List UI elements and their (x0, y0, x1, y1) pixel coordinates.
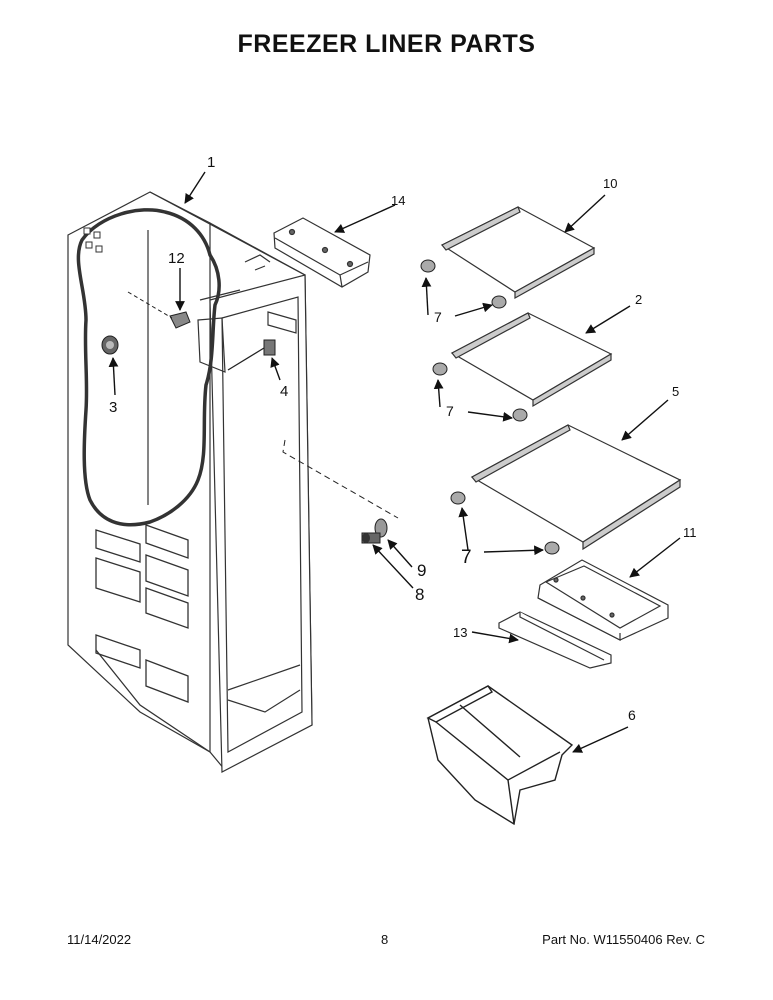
callout-12: 12 (168, 250, 185, 267)
callout-7c: 7 (461, 547, 472, 568)
part-5-shelf (470, 424, 682, 551)
callout-13: 13 (453, 625, 467, 640)
part-14-cover (273, 217, 371, 288)
callout-3: 3 (109, 399, 117, 416)
part-10-shelf (440, 206, 596, 300)
footer-date: 11/14/2022 (67, 932, 132, 947)
callout-4: 4 (280, 383, 288, 400)
part-13-bin-front (498, 611, 612, 669)
part-8-9-guide-line (282, 439, 399, 519)
callout-14: 14 (391, 193, 405, 208)
part-8-9-fastener (361, 518, 388, 544)
freezer-liner-part-1 (67, 191, 313, 773)
callout-1: 1 (207, 154, 215, 171)
callout-9: 9 (417, 561, 426, 580)
page-title: FREEZER LINER PARTS (237, 30, 536, 58)
footer-page-number: 8 (381, 932, 389, 947)
callout-10: 10 (603, 176, 617, 191)
part-3-fitting (101, 335, 119, 355)
callout-8: 8 (415, 585, 424, 604)
callout-5: 5 (672, 384, 679, 399)
callout-6: 6 (628, 707, 636, 723)
part-6-bin (426, 685, 574, 826)
callout-2: 2 (635, 292, 642, 307)
part-12-clip (127, 291, 191, 329)
callout-arrows (108, 171, 681, 753)
callout-11: 11 (683, 525, 697, 540)
part-4-bracket (227, 339, 276, 371)
part-7-shelf-supports (420, 259, 560, 555)
callout-7a: 7 (434, 309, 442, 325)
callout-7b: 7 (446, 403, 454, 419)
part-2-shelf (450, 312, 613, 408)
part-11-rail (537, 559, 669, 641)
footer-part-number: Part No. W11550406 Rev. C (542, 932, 705, 947)
